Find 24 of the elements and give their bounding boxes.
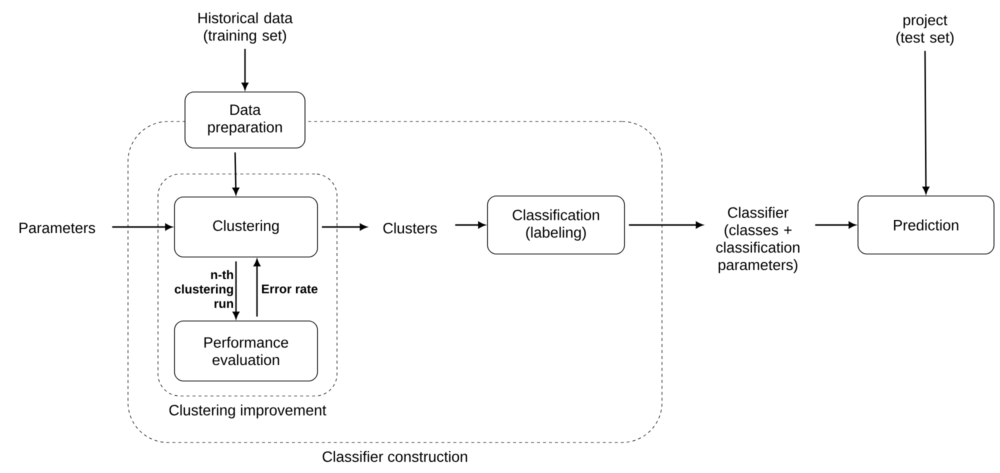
process-box: Data preparation bbox=[184, 92, 306, 148]
node-text: Clusters bbox=[383, 222, 437, 234]
arrow bbox=[815, 222, 856, 228]
node-text: Classifier (classes + classification parameters) bbox=[716, 206, 800, 274]
arrow bbox=[922, 50, 930, 194]
edge-label: n-th clustering run bbox=[174, 270, 234, 308]
arrow bbox=[254, 259, 260, 317]
node-text: project (test set) bbox=[896, 14, 954, 46]
node-label: Classifier construction bbox=[322, 450, 468, 462]
edge-label: Error rate bbox=[262, 284, 318, 294]
node-text: Parameters bbox=[20, 222, 96, 234]
process-box: Classification (labeling) bbox=[487, 196, 625, 254]
node-label: Clustering improvement bbox=[169, 404, 326, 418]
arrow bbox=[232, 152, 240, 195]
node-text: Historical data (training set) bbox=[198, 12, 293, 44]
arrow bbox=[322, 224, 368, 230]
process-box: Clustering bbox=[174, 196, 318, 258]
arrow bbox=[242, 48, 248, 90]
arrow bbox=[628, 222, 704, 228]
process-box: Performance evaluation bbox=[174, 320, 318, 382]
arrow bbox=[455, 222, 486, 228]
process-box: Prediction bbox=[858, 196, 994, 254]
arrow bbox=[232, 261, 240, 319]
arrow bbox=[112, 224, 172, 230]
